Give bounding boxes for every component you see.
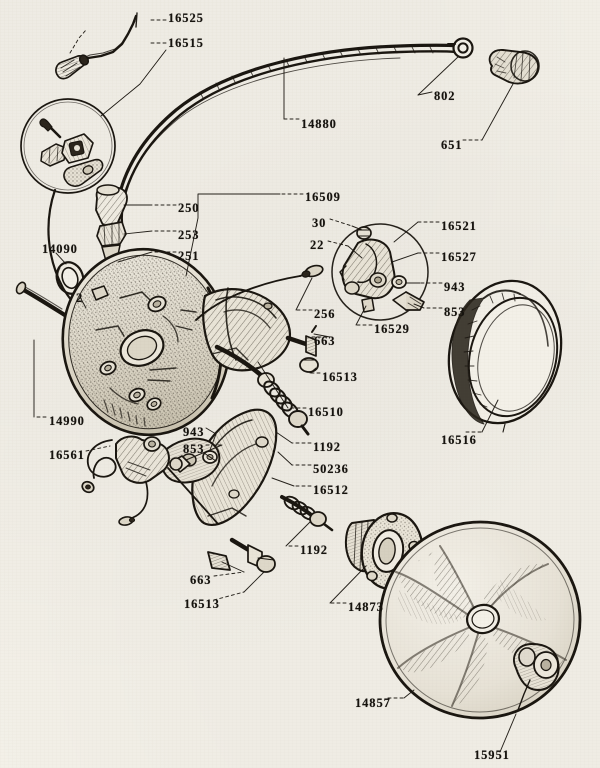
callout-brake-drum: 14857 [355, 696, 391, 710]
callout-brake-drum-ring: 16516 [441, 433, 477, 447]
callout-lock-washer: 943 [444, 280, 466, 294]
callout-plain-washer: 2 [76, 291, 84, 305]
part-wheel-cylinder-detail [331, 223, 429, 321]
callout-brake-line-connector: 256 [314, 307, 336, 321]
part-anchor-pin-lower [207, 537, 276, 573]
callout-brake-shoe-anchor-pin: 16513 [322, 370, 358, 384]
callout-wiring-lead-terminal: 16525 [168, 11, 204, 25]
callout-bleeder-cap: 250 [178, 201, 200, 215]
part-detail-inset-circle [20, 49, 167, 194]
callout-adjusting-cam-nut: 663 [314, 334, 336, 348]
part-wheel-stud-cluster-15951 [513, 643, 560, 711]
callout-adjusting-cam-nut: 663 [190, 573, 212, 587]
part-line-connector-256 [195, 264, 324, 321]
part-rubber-boot-651 [488, 49, 540, 85]
callout-eyelet-terminal: 802 [434, 89, 456, 103]
callout-stop-light-switch: 16561 [49, 448, 85, 462]
callout-wheel-cylinder-piston: 16529 [374, 322, 410, 336]
callout-brake-shoe: 16510 [308, 405, 344, 419]
part-adjuster-assembly-lower [280, 495, 334, 532]
callout-retracting-spring: 1192 [300, 543, 328, 557]
part-backing-plate-16509 [61, 247, 231, 437]
callout-cap-screw: 853 [183, 442, 205, 456]
callout-retracting-spring: 1192 [313, 440, 341, 454]
part-brake-drum-14857 [378, 520, 582, 720]
part-wiring-lead [55, 14, 138, 80]
callout-lock-washer: 943 [183, 425, 205, 439]
callout-lock-washer: 22 [310, 238, 325, 252]
callout-bleeder-screw: 253 [178, 228, 200, 242]
part-fastener-cluster-lower [169, 450, 218, 473]
callout-brake-shoe-lower: 16512 [313, 483, 349, 497]
callout-brake-shoe-anchor-pin: 16513 [184, 597, 220, 611]
part-adjuster-assembly [214, 344, 310, 436]
callout-wheel-cylinder-detail-circle: 16521 [441, 219, 477, 233]
callout-rubber-boot: 651 [441, 138, 463, 152]
callout-ground-strap: 14990 [49, 414, 85, 428]
leader-lines [33, 12, 517, 753]
part-anchor-pin-upper [285, 325, 319, 373]
part-cable-assembly-14880 [115, 37, 474, 234]
callout-cap-screw: 853 [444, 305, 466, 319]
callout-bleeder-valve-seat: 251 [178, 249, 200, 263]
part-stop-light-switch-16561 [81, 435, 219, 526]
part-brake-shoe-16510 [202, 287, 292, 372]
callout-sealing-washer: 14090 [42, 242, 78, 256]
part-brake-shoe-16512 [160, 408, 278, 526]
callout-cable-assembly: 14880 [301, 117, 337, 131]
callout-brake-backing-plate: 16509 [305, 190, 341, 204]
callout-lock-nut: 30 [312, 216, 327, 230]
part-drum-ring-16516 [447, 279, 563, 433]
callout-wiring-lead: 16515 [168, 36, 204, 50]
callout-wheel-cylinder-body: 16527 [441, 250, 477, 264]
callout-shoe-adjusting-screw: 50236 [313, 462, 349, 476]
callout-wheel-hub: 14873 [348, 600, 384, 614]
callout-wheel-stud-cluster: 15951 [474, 748, 510, 762]
